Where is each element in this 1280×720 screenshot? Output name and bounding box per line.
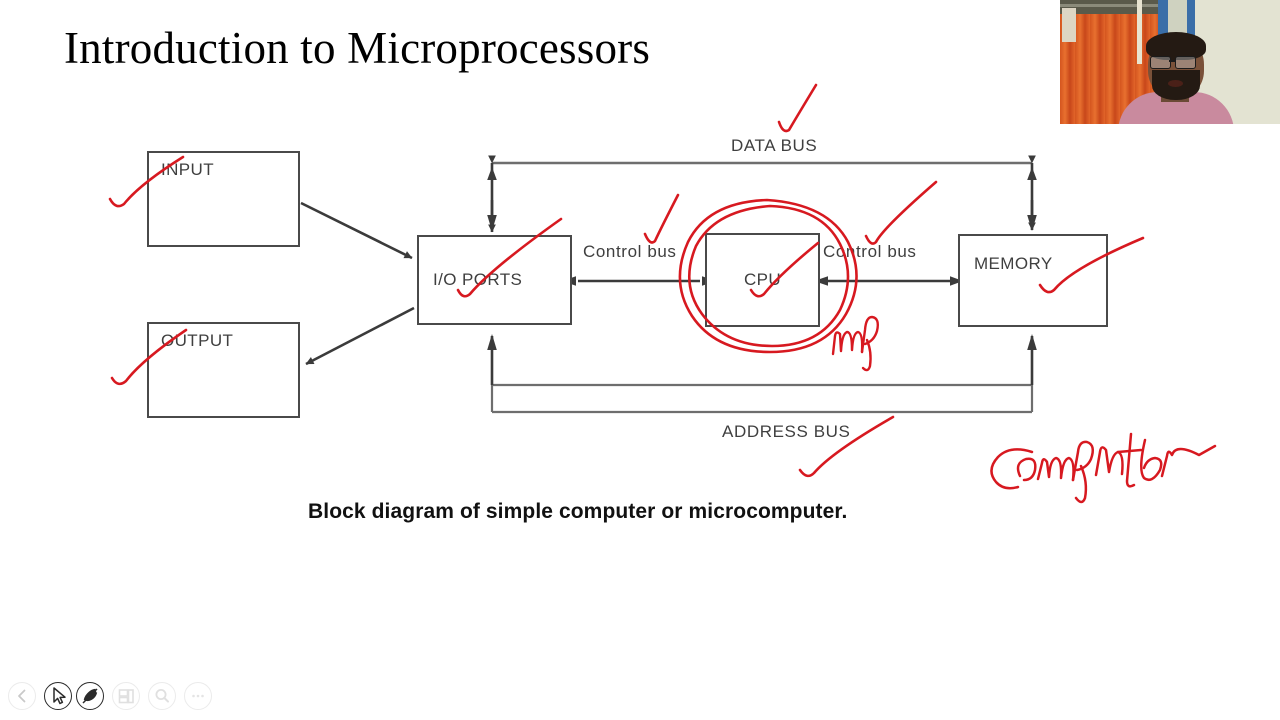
address-bus-label: ADDRESS BUS	[722, 422, 851, 441]
pen-icon	[82, 688, 98, 704]
diagram-block-output: OUTPUT	[147, 322, 300, 418]
diagram-block-io-ports: I/O PORTS	[417, 235, 572, 325]
diagram-block-input-label: INPUT	[161, 160, 214, 179]
webcam-pole	[1137, 0, 1142, 64]
annotation-toolbar	[0, 672, 1280, 720]
diagram-block-memory: MEMORY	[958, 234, 1108, 327]
webcam-person-glasses-left	[1150, 56, 1171, 69]
control-bus-right-label: Control bus	[823, 242, 917, 261]
diagram-block-cpu-label: CPU	[743, 270, 782, 289]
webcam-person-hair	[1146, 32, 1206, 60]
webcam-curtain-rod	[1060, 4, 1192, 7]
diagram-block-input: INPUT	[147, 151, 300, 247]
cursor-arrow-icon	[53, 687, 66, 705]
control-bus-left-label: Control bus	[583, 242, 677, 261]
chevron-left-icon	[18, 689, 26, 703]
more-options-button[interactable]	[184, 682, 212, 710]
slides-grid-icon	[118, 689, 134, 704]
previous-slide-button[interactable]	[8, 682, 36, 710]
presenter-webcam[interactable]	[1060, 0, 1280, 124]
slides-grid-button[interactable]	[112, 682, 140, 710]
diagram-block-output-label: OUTPUT	[161, 331, 234, 350]
diagram-block-cpu: CPU	[705, 233, 820, 327]
webcam-person-glasses-right	[1175, 56, 1196, 69]
magnifier-icon	[155, 689, 169, 703]
pen-tool-button[interactable]	[76, 682, 104, 710]
webcam-person-glasses-bridge	[1169, 60, 1175, 62]
diagram-block-memory-label: MEMORY	[974, 254, 1053, 273]
page-title: Introduction to Microprocessors	[64, 23, 651, 73]
webcam-person-mouth	[1168, 80, 1183, 87]
data-bus-label: DATA BUS	[731, 136, 818, 155]
webcam-wall-poster	[1062, 8, 1076, 42]
zoom-tool-button[interactable]	[148, 682, 176, 710]
ellipsis-icon	[192, 694, 204, 698]
cursor-tool-button[interactable]	[44, 682, 72, 710]
diagram-block-io-ports-label: I/O PORTS	[433, 270, 523, 289]
diagram-caption: Block diagram of simple computer or micr…	[308, 500, 848, 523]
